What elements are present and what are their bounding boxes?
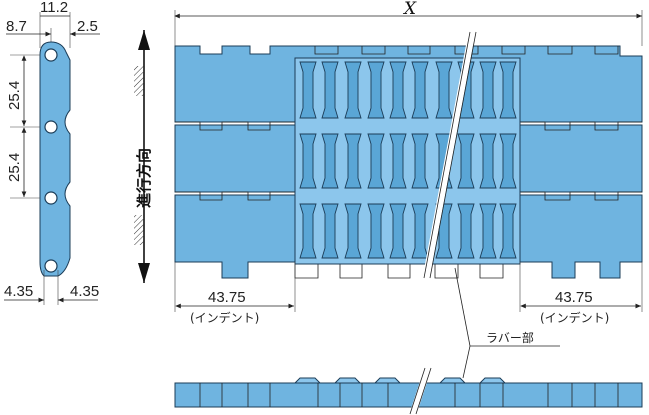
dim-right-offset: 2.5 (77, 18, 98, 35)
rubber-rib (479, 61, 497, 119)
dim-pitch-upper: 25.4 (6, 81, 23, 110)
rubber-part-label: ラバー部 (486, 330, 534, 345)
rubber-rib (367, 203, 385, 259)
rubber-rib (389, 61, 407, 119)
dim-indent-right-value: 43.75 (555, 289, 593, 306)
rubber-rib (479, 133, 497, 189)
rubber-rib (411, 133, 429, 189)
dim-indent-left-value: 43.75 (208, 289, 246, 306)
travel-direction-indicator: 進行方向 (134, 30, 153, 283)
belt-top-view: X 4 (174, 0, 643, 379)
rubber-section (294, 57, 521, 265)
rubber-rib (299, 133, 317, 189)
rubber-rib (299, 203, 317, 259)
dim-pitch-width: 11.2 (40, 0, 68, 16)
rubber-rib (367, 61, 385, 119)
rubber-rib (435, 61, 453, 119)
rubber-rib (344, 203, 362, 259)
belt-section-view (174, 366, 643, 415)
rubber-rib (479, 203, 497, 259)
rubber-rib (344, 61, 362, 119)
side-view: 11.2 8.7 2.5 25.4 25.4 4.35 4.35 (4, 0, 100, 305)
rubber-rib (499, 203, 517, 259)
rubber-rib (367, 133, 385, 189)
dim-indent-right-note: (インデント) (540, 310, 609, 325)
rubber-rib (299, 61, 317, 119)
rubber-rib (457, 133, 475, 189)
dim-left-offset: 8.7 (6, 18, 27, 35)
dim-edge-right: 4.35 (70, 283, 99, 300)
dim-indent-left-note: (インデント) (190, 310, 259, 325)
rubber-rib (321, 133, 339, 189)
rubber-rib (321, 61, 339, 119)
rubber-rib (499, 61, 517, 119)
travel-direction-label: 進行方向 (135, 148, 153, 208)
rubber-rib (457, 203, 475, 259)
dim-edge-left: 4.35 (4, 283, 33, 300)
rubber-rib (344, 133, 362, 189)
rubber-rib (389, 133, 407, 189)
rubber-rib (389, 203, 407, 259)
dim-width-x: X (402, 0, 417, 19)
rubber-rib (321, 203, 339, 259)
rubber-rib (411, 61, 429, 119)
rubber-rib (499, 133, 517, 189)
dim-pitch-lower: 25.4 (6, 153, 23, 182)
